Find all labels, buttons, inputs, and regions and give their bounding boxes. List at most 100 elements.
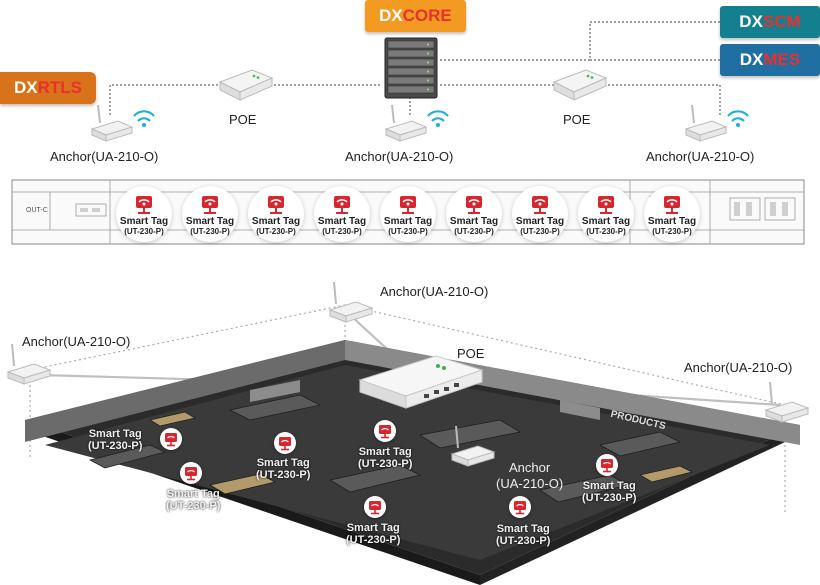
top-tag-3-name: Smart Tag [251,216,301,227]
top-tag-8: Smart Tag (UT-230-P) [578,186,634,242]
dxrtls-badge: DXRTLS [0,72,97,104]
smart-tag-icon [466,196,482,214]
top-tag-3: Smart Tag (UT-230-P) [248,186,304,242]
anchor-left-icon [6,343,52,385]
top-tag-4: Smart Tag (UT-230-P) [314,186,370,242]
anchor-1-icon [90,104,155,142]
poe-switch-left-icon [218,69,274,101]
smart-tag-icon [136,196,152,214]
top-tag-2-model: (UT-230-P) [190,227,230,236]
smart-tag-icon [664,196,680,214]
floor-tag-7-icon [596,454,618,476]
floor-tag-6-icon [509,496,531,518]
poe-right-label: POE [563,112,591,127]
top-tag-1-name: Smart Tag [119,216,169,227]
floor-tag-3-label: Smart Tag (UT-230-P) [256,457,310,481]
anchor-3-label: Anchor(UA-210-O) [646,149,755,164]
floor-tag-1-icon [160,428,182,450]
floor-tag-4-name: Smart Tag [358,446,412,458]
top-tag-5-model: (UT-230-P) [388,227,428,236]
anchor-top-label: Anchor(UA-210-O) [380,284,489,299]
anchor-right-icon [764,381,810,423]
anchor-2-label: Anchor(UA-210-O) [345,149,454,164]
floor-tag-1-name: Smart Tag [88,428,142,440]
dxscm-badge: DXSCM [720,6,820,38]
anchor-center-label-line1: Anchor [508,460,551,475]
top-tag-4-name: Smart Tag [317,216,367,227]
dxscm-prefix: DX [739,12,763,31]
floor-tag-7-model: (UT-230-P) [582,492,637,504]
anchor-top-icon [328,281,374,323]
top-tag-2-name: Smart Tag [185,216,235,227]
anchor-left-label: Anchor(UA-210-O) [22,334,131,349]
top-tag-5: Smart Tag (UT-230-P) [380,186,436,242]
poe-switch-main-icon [358,355,484,409]
top-tag-4-model: (UT-230-P) [322,227,362,236]
floor-tag-5-icon [364,496,386,518]
dxmes-badge: DXMES [720,44,820,76]
top-tag-6: Smart Tag (UT-230-P) [446,186,502,242]
floor-tag-6-name: Smart Tag [496,523,550,535]
server-rack-icon [384,37,438,99]
poe-switch-right-icon [552,69,608,101]
anchor-center-label-line2: (UA-210-O) [496,476,564,491]
top-tag-8-name: Smart Tag [581,216,631,227]
floorplan-out-label: OUT-C [26,207,48,214]
floor-tag-5-model: (UT-230-P) [346,534,401,546]
top-tag-7: Smart Tag (UT-230-P) [512,186,568,242]
floor-tag-2-icon [180,462,202,484]
top-tag-1-model: (UT-230-P) [124,227,164,236]
top-connection-lines [109,21,721,115]
top-tag-6-model: (UT-230-P) [454,227,494,236]
top-tag-1: Smart Tag (UT-230-P) [116,186,172,242]
top-tag-7-name: Smart Tag [515,216,565,227]
top-tag-5-name: Smart Tag [383,216,433,227]
smart-tag-icon [334,196,350,214]
dxrtls-suffix: RTLS [37,78,83,97]
dxmes-suffix: MES [763,50,801,69]
dxcore-suffix: CORE [402,6,452,25]
floor-tag-4-model: (UT-230-P) [358,458,413,470]
smart-tag-icon [598,196,614,214]
floor-tag-1-label: Smart Tag (UT-230-P) [88,428,142,452]
floor-tag-2-model: (UT-230-P) [166,500,221,512]
floor-tag-3-name: Smart Tag [256,457,310,469]
poe-main-label: POE [457,346,485,361]
floor-tag-5-name: Smart Tag [346,522,400,534]
floor-tag-1-model: (UT-230-P) [88,440,143,452]
floor-tag-4-label: Smart Tag (UT-230-P) [358,446,412,470]
top-tag-3-model: (UT-230-P) [256,227,296,236]
floor-tag-5-label: Smart Tag (UT-230-P) [346,522,400,546]
anchor-right-label: Anchor(UA-210-O) [684,360,793,375]
floor-tag-4-icon [374,420,396,442]
top-tag-9-model: (UT-230-P) [652,227,692,236]
smart-tag-icon [202,196,218,214]
floor-tag-6-model: (UT-230-P) [496,535,551,547]
anchor-center-label: Anchor (UA-210-O) [496,460,563,492]
top-tag-9-name: Smart Tag [647,216,697,227]
floor-tag-3-icon [274,432,296,454]
smart-tag-icon [268,196,284,214]
dxscm-suffix: SCM [762,12,801,31]
floor-tag-2-label: Smart Tag (UT-230-P) [166,488,220,512]
anchor-center-icon [450,425,496,467]
smart-tag-icon [532,196,548,214]
top-tag-8-model: (UT-230-P) [586,227,626,236]
top-tag-6-name: Smart Tag [449,216,499,227]
dxmes-prefix: DX [739,50,764,69]
factory-floor-3d [25,304,800,585]
top-tag-7-model: (UT-230-P) [520,227,560,236]
top-tag-2: Smart Tag (UT-230-P) [182,186,238,242]
floor-tag-3-model: (UT-230-P) [256,469,311,481]
anchor-3-icon [684,104,749,142]
poe-left-label: POE [229,112,257,127]
dxrtls-prefix: DX [14,78,38,97]
floor-tag-6-label: Smart Tag (UT-230-P) [496,523,550,547]
dxcore-badge: DXCORE [365,0,466,32]
dxcore-prefix: DX [379,6,403,25]
smart-tag-icon [400,196,416,214]
anchor-2-icon [384,104,449,142]
floor-tag-7-label: Smart Tag (UT-230-P) [582,480,636,504]
floor-tag-2-name: Smart Tag [166,488,220,500]
anchor-1-label: Anchor(UA-210-O) [50,149,159,164]
